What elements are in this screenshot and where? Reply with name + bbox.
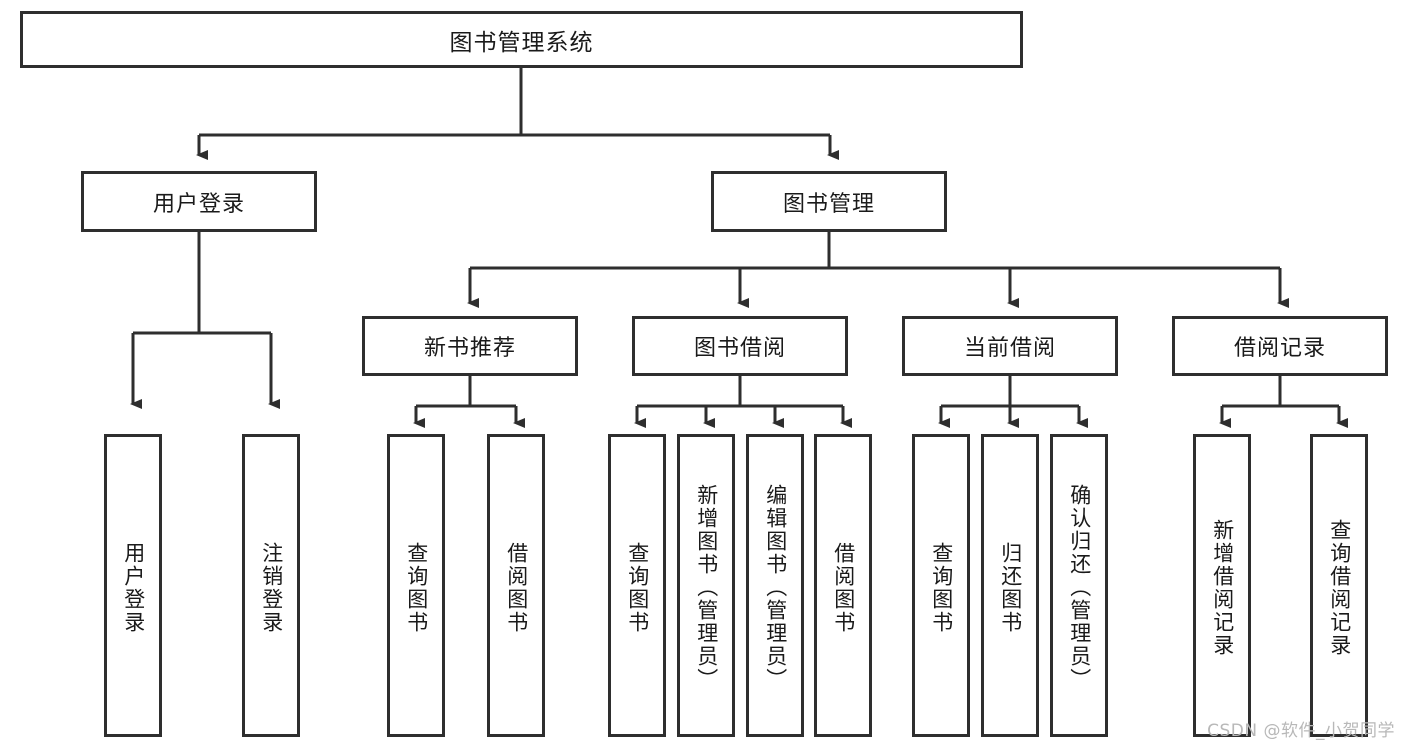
leaf-current-confirm-return-admin[interactable]: 确认归还（管理员） — [1050, 434, 1108, 737]
leaf-label: 归还图书 — [998, 541, 1023, 634]
leaf-label: 查询图书 — [404, 541, 429, 634]
leaf-user-login-login[interactable]: 用户登录 — [104, 434, 162, 737]
leaf-recommend-query-book[interactable]: 查询图书 — [387, 434, 445, 737]
node-new-book-recommend[interactable]: 新书推荐 — [362, 316, 578, 376]
leaf-borrow-query-book[interactable]: 查询图书 — [608, 434, 666, 737]
leaf-record-query-record[interactable]: 查询借阅记录 — [1310, 434, 1368, 737]
node-book-management[interactable]: 图书管理 — [711, 171, 947, 232]
leaf-record-add-record[interactable]: 新增借阅记录 — [1193, 434, 1251, 737]
leaf-label: 查询图书 — [929, 541, 954, 634]
leaf-label: 用户登录 — [121, 541, 146, 634]
leaf-label: 新增图书（管理员） — [694, 484, 719, 691]
node-book-borrow[interactable]: 图书借阅 — [632, 316, 848, 376]
leaf-label: 注销登录 — [259, 541, 284, 634]
leaf-borrow-edit-book-admin[interactable]: 编辑图书（管理员） — [746, 434, 804, 737]
leaf-current-return-book[interactable]: 归还图书 — [981, 434, 1039, 737]
leaf-label: 借阅图书 — [504, 541, 529, 634]
leaf-label: 确认归还（管理员） — [1067, 484, 1092, 691]
leaf-recommend-borrow-book[interactable]: 借阅图书 — [487, 434, 545, 737]
node-borrow-record[interactable]: 借阅记录 — [1172, 316, 1388, 376]
leaf-label: 编辑图书（管理员） — [763, 484, 788, 691]
leaf-label: 查询借阅记录 — [1327, 518, 1352, 657]
leaf-label: 查询图书 — [625, 541, 650, 634]
leaf-user-login-logout[interactable]: 注销登录 — [242, 434, 300, 737]
leaf-current-query-book[interactable]: 查询图书 — [912, 434, 970, 737]
node-current-borrow[interactable]: 当前借阅 — [902, 316, 1118, 376]
node-user-login[interactable]: 用户登录 — [81, 171, 317, 232]
leaf-label: 新增借阅记录 — [1210, 518, 1235, 657]
leaf-borrow-add-book-admin[interactable]: 新增图书（管理员） — [677, 434, 735, 737]
watermark-csdn: CSDN @软件_小贺同学 — [1207, 721, 1395, 741]
leaf-borrow-borrow-book[interactable]: 借阅图书 — [814, 434, 872, 737]
leaf-label: 借阅图书 — [831, 541, 856, 634]
node-root-system[interactable]: 图书管理系统 — [20, 11, 1023, 68]
